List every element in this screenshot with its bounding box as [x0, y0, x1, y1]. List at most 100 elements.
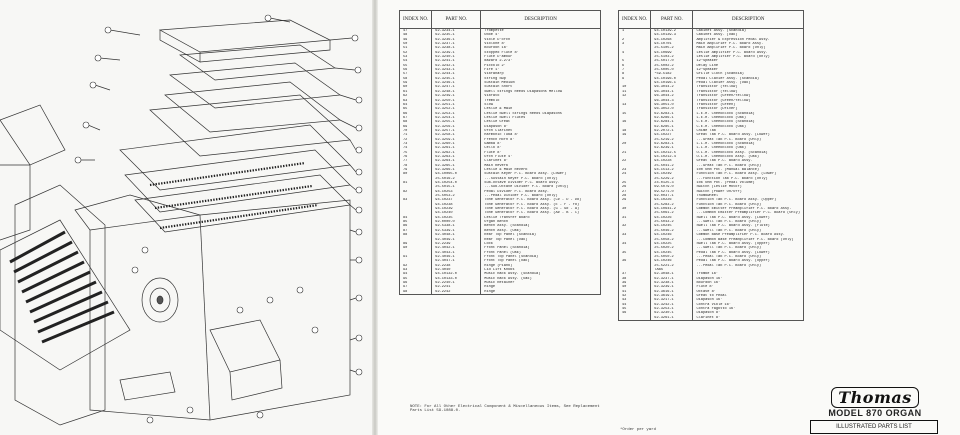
cell-part: 62-3230-1 [650, 311, 694, 316]
cell-part: 25-5017-0 [650, 59, 694, 64]
cell-index: 62 [398, 94, 433, 99]
thomas-logo: Thomas [820, 387, 930, 408]
cell-part: 94-10225 [650, 241, 694, 247]
cell-index [617, 202, 652, 208]
cell-desc: Music Retainer [480, 280, 601, 286]
cell-part: 62-5339-1 [431, 228, 482, 234]
cell-index: 18 [617, 128, 652, 134]
cell-part: 62-3256-1 [431, 124, 482, 129]
cell-desc: Tone Generator P.C. Board Assy. (G - G# … [480, 207, 601, 212]
cell-part: 62-3265-1 [431, 163, 482, 168]
cell-index: 96 [398, 280, 433, 286]
cell-desc: Flute D'amour [480, 55, 601, 60]
cell-index: 47 [398, 28, 433, 34]
cell-index: 85 [398, 220, 433, 225]
cell-index: 89 [398, 241, 433, 247]
cell-part: 25-5053-2 [431, 194, 482, 199]
cell-index: 45 [617, 307, 652, 312]
cell-index: 74 [398, 146, 433, 151]
cell-part: 62-6239-1 [650, 146, 694, 151]
cell-part: 62-3235-1 [431, 33, 482, 38]
cell-part: 62-3263-1 [431, 154, 482, 160]
cell-desc: Diapason 16' [692, 276, 804, 281]
cell-part: 62-3241-1 [431, 59, 482, 64]
cell-part: 25-5219-2 [650, 137, 694, 142]
cell-desc: Thumbwheel [692, 194, 804, 199]
cell-desc: C.E.H. Cheekblock (Scandia) [692, 120, 804, 125]
cell-index: 31 [617, 215, 652, 221]
cell-part: 62-3616-1 [650, 289, 694, 294]
cell-index: 93 [398, 267, 433, 273]
cell-desc: ...Great Tab P.C. Board (Only) [692, 163, 804, 168]
cell-part: 94-10701 [650, 42, 694, 47]
cell-index: 19 [617, 133, 652, 138]
cell-index: 69 [398, 124, 433, 129]
cell-index: 29 [617, 198, 652, 203]
cell-desc: Hinge [480, 289, 601, 295]
cell-index [398, 194, 433, 199]
cell-index: 11 [617, 89, 652, 95]
cell-index [617, 46, 652, 51]
cell-index: 1 [617, 28, 652, 34]
cell-part: 62-2241 [431, 285, 482, 290]
cell-index: 95 [398, 276, 433, 281]
cell-index: 75 [398, 150, 433, 155]
cell-index: 94 [398, 272, 433, 277]
cell-desc: 12"Speaker [692, 68, 804, 73]
cell-index [617, 315, 652, 322]
cell-desc: Leslie Amplifier P.C. Board Assy. [692, 50, 804, 56]
cell-index: 78 [398, 163, 433, 168]
cell-part: 62-2240-1 [431, 280, 482, 286]
cell-desc: Switch (Leslie Motor) [692, 185, 804, 190]
cell-part: 62-3244-1 [431, 72, 482, 77]
cell-desc: Flute 8' [480, 150, 601, 155]
cell-part: 62-4048-1 [431, 233, 482, 238]
cell-index: 98 [398, 289, 433, 295]
cell-index [617, 163, 652, 168]
cell-desc: Hinge (Piano) [480, 263, 601, 268]
cell-part: 62-0000-0 [431, 220, 482, 225]
cell-index: 27 [617, 189, 652, 195]
cell-desc: Swell Tab P.C. Board Assy. (Upper) [692, 241, 804, 247]
cell-desc: Transistor (Driver) [692, 107, 804, 112]
cell-desc: Harmonic Tuba 8' [480, 133, 601, 138]
cell-part: 62-3253-1 [431, 111, 482, 116]
cell-desc: ...Pedal Divider P.C. Board (Only) [480, 194, 601, 199]
cell-part: 94-10133-0 [431, 276, 482, 281]
cell-index: 82 [398, 189, 433, 195]
cell-part: 62-6283-1 [650, 111, 694, 116]
cell-desc: 100 Ohm Pot. (Manual Balance) [692, 168, 804, 173]
cell-desc: Nazard 2-2/3' [480, 59, 601, 64]
cell-index: 22 [617, 159, 652, 164]
cell-desc: Front Top Panel (Scandia) [480, 254, 601, 260]
cell-index [617, 146, 652, 151]
cell-desc: Function Tab P.C. Board Assy. (Upper) [692, 198, 804, 203]
cell-index [617, 98, 652, 103]
illustrated-parts-list-label: ILLUSTRATED PARTS LIST [810, 420, 938, 434]
cell-index: 42 [617, 293, 652, 299]
cell-index [617, 254, 652, 260]
cell-index [398, 250, 433, 255]
cell-index: 2 [617, 37, 652, 43]
cell-index [617, 176, 652, 182]
cell-desc: Chime Tab [692, 128, 804, 134]
cell-desc: U.L.H. Cheekblock Assy. (Oak) [692, 154, 804, 160]
table-row: 25-5053-2...Pedal Divider P.C. Board (On… [398, 194, 601, 199]
cell-part: 94-10139-3 [650, 33, 694, 38]
header-description: DESCRIPTION [480, 10, 601, 29]
